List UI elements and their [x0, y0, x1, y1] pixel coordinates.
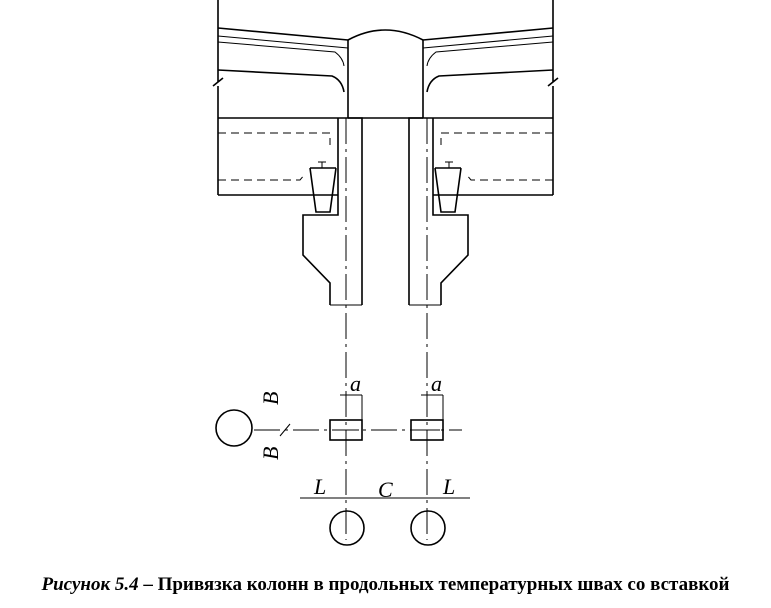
column-right [408, 117, 553, 306]
roof-slab-left [217, 27, 349, 93]
offset-dimensions [340, 394, 444, 420]
joint-drawing: a a B B L C L [212, 0, 559, 546]
column-left [218, 117, 363, 306]
plan-section-left [329, 419, 363, 441]
joint-insert [347, 29, 424, 119]
label-b-lower: B [258, 447, 283, 460]
figure-title: – Привязка колонн в продольных температу… [143, 574, 730, 595]
outer-walls [212, 0, 559, 195]
label-c-middle: C [378, 477, 393, 502]
b-dimension [279, 423, 291, 437]
column-axes [254, 118, 462, 540]
figure-caption: Рисунок 5.4 – Привязка колонн в продольн… [0, 574, 771, 596]
axis-marker-right [410, 510, 446, 546]
label-l-left: L [313, 474, 326, 499]
label-a-left: a [350, 371, 361, 396]
label-b-upper: B [258, 392, 283, 405]
figure-number: Рисунок 5.4 [41, 574, 139, 595]
plan-section-right [410, 419, 444, 441]
roof-slab-right [422, 27, 554, 93]
label-l-right: L [442, 474, 455, 499]
axis-marker-longitudinal [215, 409, 253, 447]
axis-marker-left [329, 510, 365, 546]
label-a-right: a [431, 371, 442, 396]
